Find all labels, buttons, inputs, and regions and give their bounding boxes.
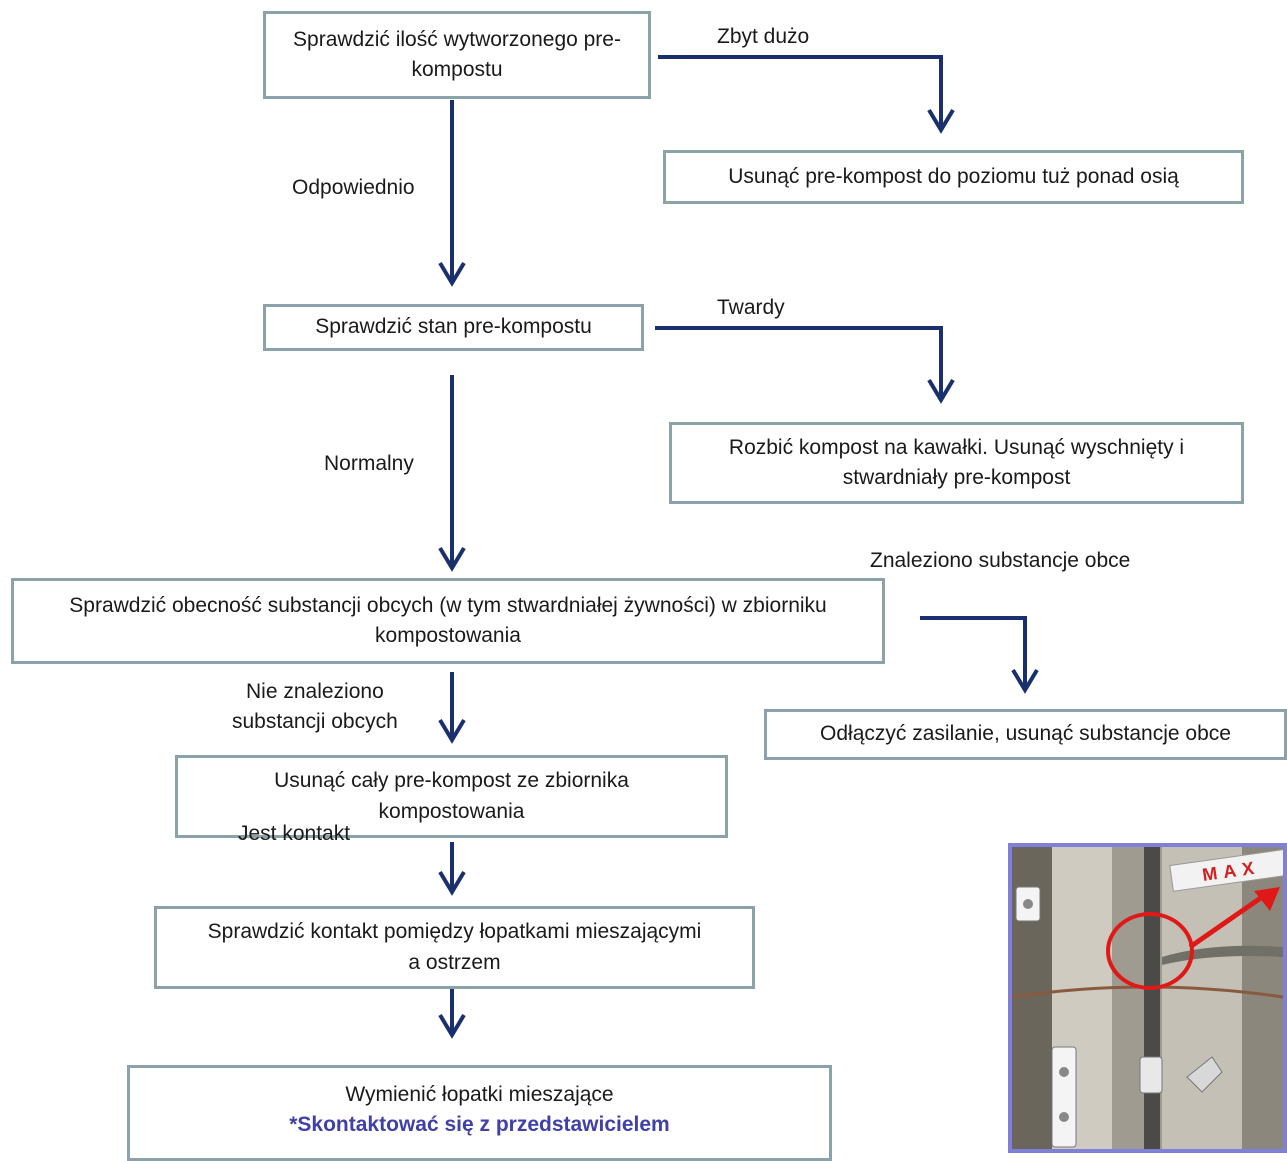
- node-disconnect-power-text: Odłączyć zasilanie, usunąć substancje ob…: [820, 722, 1231, 746]
- node-replace-paddles: Wymienić łopatki mieszające *Skontaktowa…: [127, 1065, 832, 1161]
- max-sticker: MAX: [1169, 848, 1283, 892]
- node-check-amount-text: Sprawdzić ilość wytworzonego pre-kompost…: [293, 27, 621, 81]
- node-check-state-text: Sprawdzić stan pre-kompostu: [315, 315, 592, 339]
- node-replace-paddles-text: Wymienić łopatki mieszające: [345, 1083, 614, 1106]
- highlight-circle: [1106, 912, 1194, 990]
- node-remove-all: Usunąć cały pre-kompost ze zbiornika kom…: [175, 755, 728, 838]
- arrowhead-state-to-foreign: [438, 546, 466, 572]
- node-disconnect-power: Odłączyć zasilanie, usunąć substancje ob…: [764, 709, 1287, 760]
- arrowhead-removeall-to-contact: [438, 870, 466, 896]
- node-break-compost-text: Rozbić kompost na kawałki. Usunąć wyschn…: [728, 435, 1185, 489]
- arrowhead-amount-to-state: [438, 261, 466, 287]
- edge-label-not-found: Nie znaleziono substancji obcych: [232, 677, 398, 738]
- arrowhead-foreign-to-removeall: [438, 718, 466, 744]
- node-check-amount: Sprawdzić ilość wytworzonego pre-kompost…: [263, 11, 651, 99]
- node-check-contact-text: Sprawdzić kontakt pomiędzy łopatkami mie…: [207, 920, 702, 974]
- arrowhead-too-much: [927, 108, 955, 134]
- highlight-arrow: [1188, 894, 1264, 950]
- arrow-hard: [655, 326, 943, 400]
- edge-label-adequate: Odpowiednio: [292, 176, 415, 199]
- edge-label-too-much: Zbyt dużo: [717, 25, 810, 48]
- edge-label-normal: Normalny: [324, 452, 414, 475]
- tank-photo-illustration: MAX: [1012, 847, 1283, 1149]
- edge-label-not-found-line2: substancji obcych: [232, 710, 398, 734]
- node-remove-all-text: Usunąć cały pre-kompost ze zbiornika kom…: [274, 769, 629, 823]
- node-remove-to-axis: Usunąć pre-kompost do poziomu tuż ponad …: [663, 150, 1244, 204]
- node-break-compost: Rozbić kompost na kawałki. Usunąć wyschn…: [669, 422, 1244, 504]
- arrow-too-much: [658, 55, 943, 130]
- tank-photo: MAX: [1008, 843, 1287, 1153]
- arrowhead-contact-to-replace: [438, 1013, 466, 1039]
- edge-label-contact: Jest kontakt: [238, 822, 351, 845]
- arrowhead-hard: [927, 378, 955, 404]
- contact-representative-note: *Skontaktować się z przedstawicielem: [289, 1113, 670, 1137]
- arrow-found-foreign: [920, 616, 1027, 690]
- node-remove-to-axis-text: Usunąć pre-kompost do poziomu tuż ponad …: [728, 164, 1179, 188]
- node-check-foreign: Sprawdzić obecność substancji obcych (w …: [11, 578, 885, 664]
- edge-label-not-found-line1: Nie znaleziono: [246, 680, 384, 703]
- node-check-contact: Sprawdzić kontakt pomiędzy łopatkami mie…: [154, 906, 755, 989]
- edge-label-found-foreign: Znaleziono substancje obce: [870, 549, 1131, 572]
- arrowhead-found-foreign: [1011, 668, 1039, 694]
- node-check-foreign-text: Sprawdzić obecność substancji obcych (w …: [69, 593, 827, 647]
- node-check-state: Sprawdzić stan pre-kompostu: [263, 304, 644, 351]
- edge-label-hard: Twardy: [717, 296, 785, 319]
